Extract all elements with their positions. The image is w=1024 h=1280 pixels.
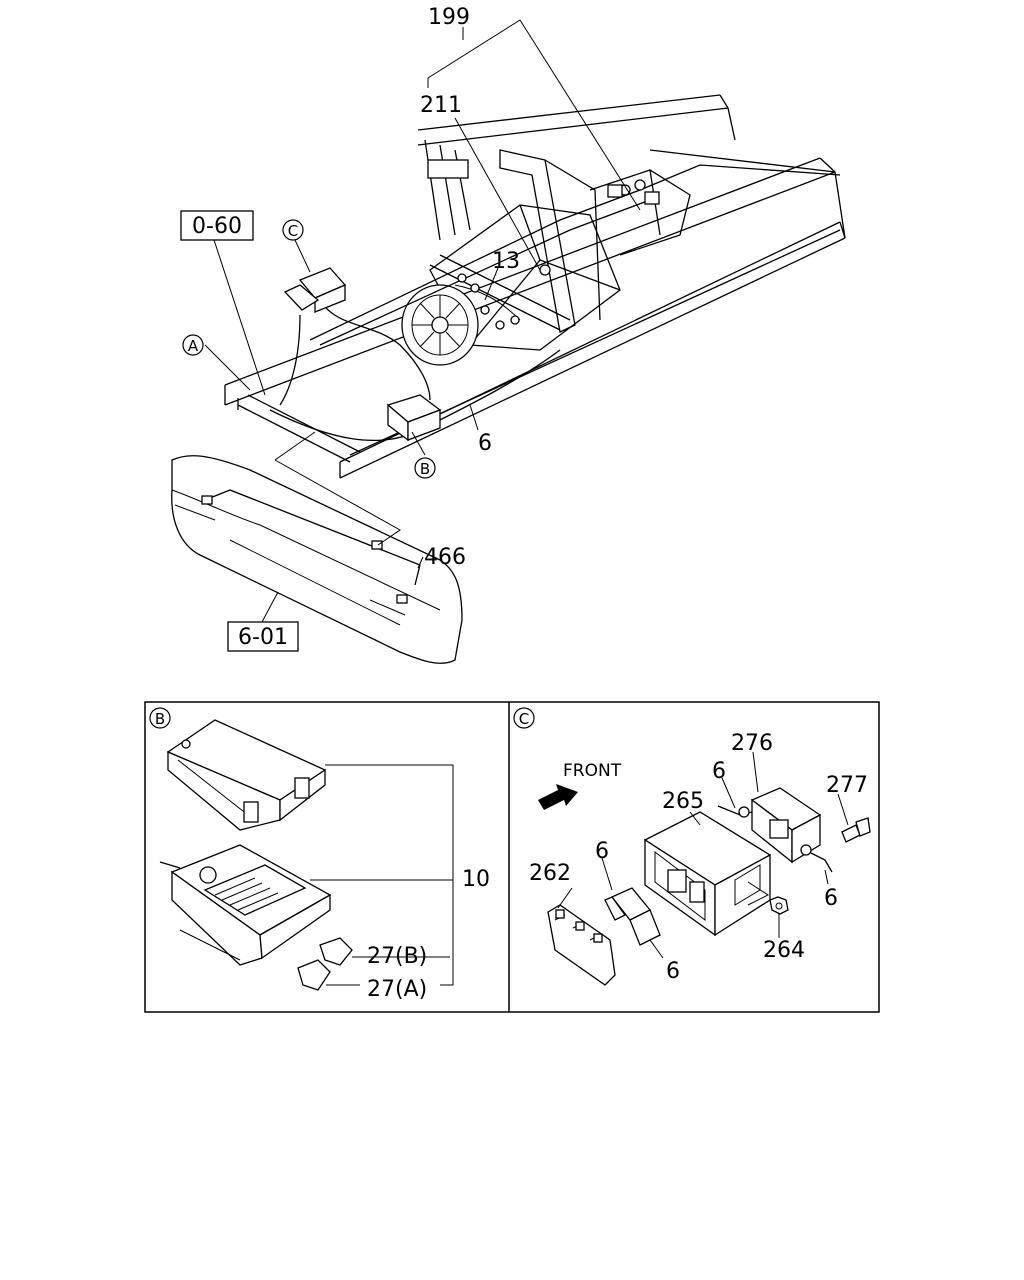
callout-277: 277 bbox=[826, 773, 868, 798]
callout-466: 466 bbox=[424, 545, 466, 570]
callout-276: 276 bbox=[731, 731, 773, 756]
control-unit-on-frame bbox=[386, 394, 442, 442]
front-bumper bbox=[171, 455, 463, 664]
cooling-fan bbox=[401, 284, 479, 366]
connector-27b bbox=[319, 937, 353, 966]
front-arrow-icon bbox=[538, 784, 578, 810]
detail-b-marker: B bbox=[149, 707, 171, 729]
callout-6-right: 6 bbox=[824, 886, 838, 911]
callout-211: 211 bbox=[420, 93, 462, 118]
callout-27a: 27(A) bbox=[367, 977, 427, 1002]
callout-27b: 27(B) bbox=[367, 944, 427, 969]
callout-6-top: 6 bbox=[712, 759, 726, 784]
bolt-277 bbox=[841, 817, 871, 843]
connector-c bbox=[283, 267, 347, 313]
buzzer-body bbox=[643, 811, 772, 937]
main-view: 199 211 13 6 466 0-60 6-01 A C B bbox=[171, 5, 846, 664]
detail-b: B bbox=[149, 707, 490, 1002]
callout-10: 10 bbox=[462, 867, 490, 892]
bracket-262 bbox=[547, 904, 616, 986]
svg-text:B: B bbox=[155, 710, 165, 728]
callout-264: 264 bbox=[763, 938, 805, 963]
ref-box-6-01: 6-01 bbox=[227, 621, 299, 652]
ref-box-0-60: 0-60 bbox=[180, 210, 254, 241]
control-unit-cover bbox=[166, 719, 327, 831]
marker-c: C bbox=[282, 219, 304, 241]
leader-lines bbox=[204, 19, 641, 623]
callout-265: 265 bbox=[662, 789, 704, 814]
callout-6: 6 bbox=[478, 431, 492, 456]
callout-6-left: 6 bbox=[595, 839, 609, 864]
svg-text:B: B bbox=[420, 460, 430, 478]
cab-mount-bracket bbox=[424, 139, 601, 333]
svg-text:A: A bbox=[188, 337, 199, 355]
nut-264 bbox=[769, 896, 789, 915]
front-label: FRONT bbox=[563, 761, 622, 781]
svg-text:C: C bbox=[519, 710, 529, 728]
ref-0-60: 0-60 bbox=[192, 214, 242, 239]
wiring-harness bbox=[269, 164, 841, 456]
callout-199: 199 bbox=[428, 5, 470, 30]
svg-text:C: C bbox=[288, 222, 298, 240]
marker-a: A bbox=[182, 334, 204, 356]
control-unit-base bbox=[159, 844, 332, 966]
ref-6-01: 6-01 bbox=[238, 625, 288, 650]
marker-b: B bbox=[414, 457, 436, 479]
detail-c: C FRONT bbox=[513, 707, 871, 986]
terminal-clip bbox=[604, 887, 661, 946]
detail-c-marker: C bbox=[513, 707, 535, 729]
chassis-frame bbox=[224, 94, 846, 479]
connector-276 bbox=[717, 787, 833, 873]
detail-frame bbox=[144, 701, 880, 1013]
callout-262: 262 bbox=[529, 861, 571, 886]
callout-6-bottom: 6 bbox=[666, 959, 680, 984]
connector-27a bbox=[297, 959, 331, 991]
callout-13: 13 bbox=[492, 249, 520, 274]
